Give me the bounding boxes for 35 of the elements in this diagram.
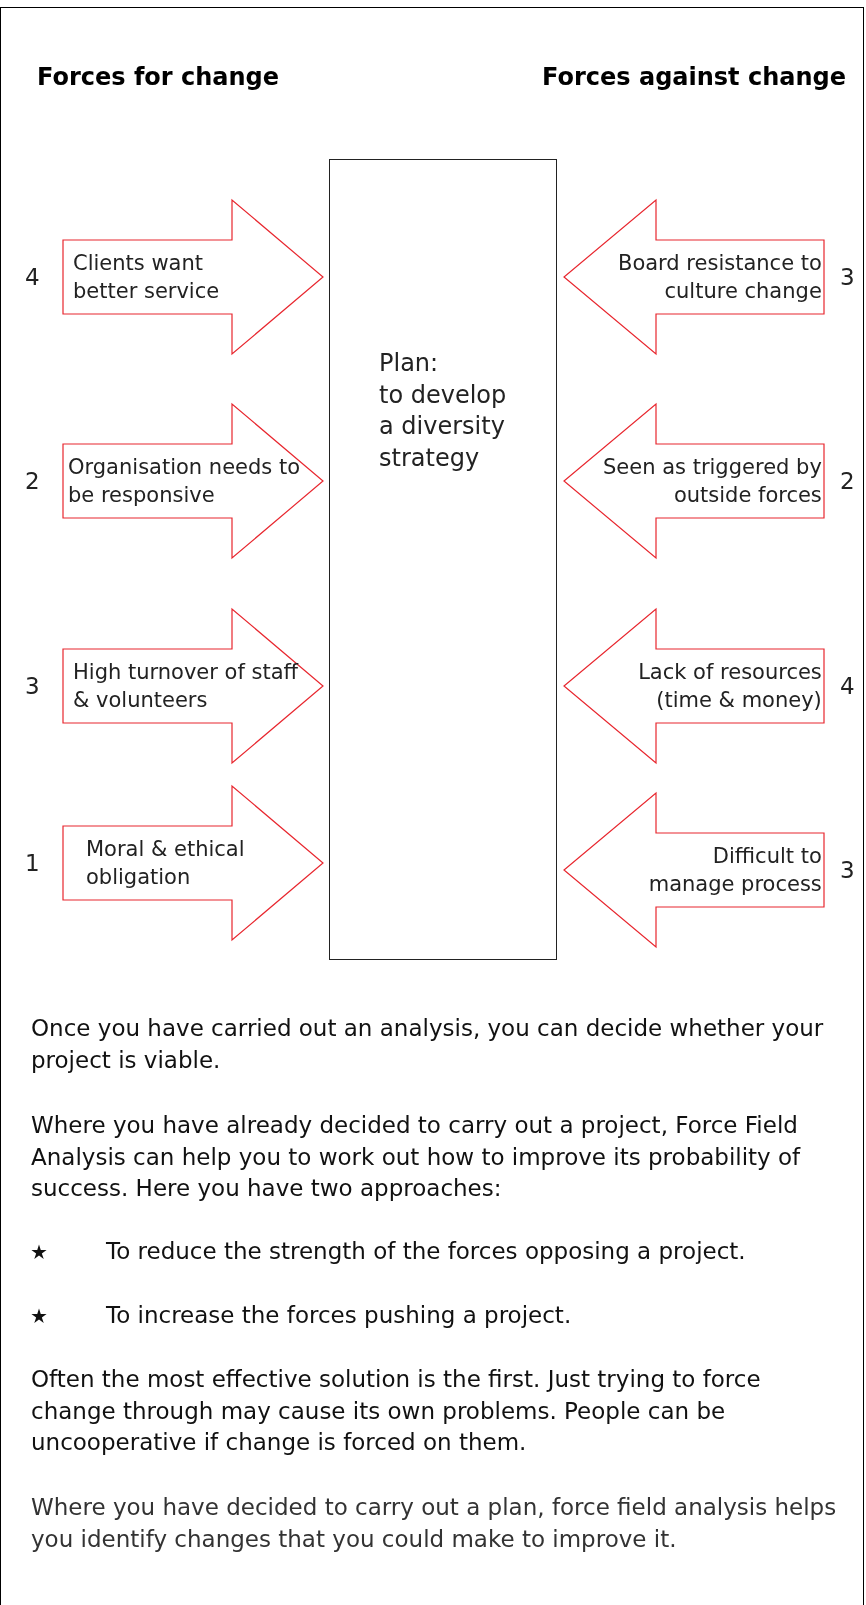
force-text: Seen as triggered by outside forces bbox=[602, 454, 822, 509]
bullet-text: To reduce the strength of the forces opposing a project. bbox=[106, 1237, 747, 1266]
force-text: Board resistance to culture change bbox=[616, 250, 822, 305]
plan-text: to develop a diversity strategy bbox=[379, 379, 508, 474]
force-score: 4 bbox=[840, 672, 855, 700]
paragraph: Often the most effective solution is the first. Just trying to force change through may cause its own problems. People can be uncooperative if change is forced on them. bbox=[31, 1365, 762, 1458]
force-text: Difficult to manage process bbox=[647, 843, 822, 898]
force-score: 3 bbox=[840, 263, 855, 291]
force-arrow bbox=[564, 793, 824, 947]
plan-box bbox=[329, 159, 557, 960]
force-score: 3 bbox=[840, 856, 855, 884]
force-text: Clients want better service bbox=[73, 250, 221, 305]
force-text: Moral & ethical obligation bbox=[86, 836, 246, 891]
force-text: Organisation needs to be responsive bbox=[68, 454, 302, 509]
paragraph: Once you have carried out an analysis, you can decide whether your project is viable. bbox=[31, 1014, 825, 1075]
force-arrow bbox=[564, 200, 824, 354]
force-score: 1 bbox=[25, 849, 40, 877]
force-score: 2 bbox=[840, 467, 855, 495]
force-arrow bbox=[63, 404, 323, 558]
force-text: High turnover of staff & volunteers bbox=[73, 659, 300, 714]
force-arrow bbox=[63, 786, 323, 940]
force-arrow bbox=[63, 609, 323, 763]
force-score: 2 bbox=[25, 467, 40, 495]
force-arrow bbox=[63, 200, 323, 354]
force-score: 4 bbox=[25, 263, 40, 291]
paragraph: Where you have already decided to carry out a project, Force Field Analysis can help you to work out how to improve its probability of success. Here you have two approaches: bbox=[31, 1111, 802, 1204]
force-arrow bbox=[564, 404, 824, 558]
force-text: Lack of resources (time & money) bbox=[637, 659, 822, 714]
column-heading: Forces for change bbox=[37, 62, 281, 93]
column-heading: Forces against change bbox=[541, 62, 846, 93]
plan-heading: Plan: bbox=[379, 348, 440, 379]
bullet-text: To increase the forces pushing a project. bbox=[106, 1301, 573, 1330]
force-score: 3 bbox=[25, 672, 40, 700]
force-arrow bbox=[564, 609, 824, 763]
paragraph: Where you have decided to carry out a plan, force field analysis helps you identify changes that you could make to improve it. bbox=[31, 1493, 838, 1554]
